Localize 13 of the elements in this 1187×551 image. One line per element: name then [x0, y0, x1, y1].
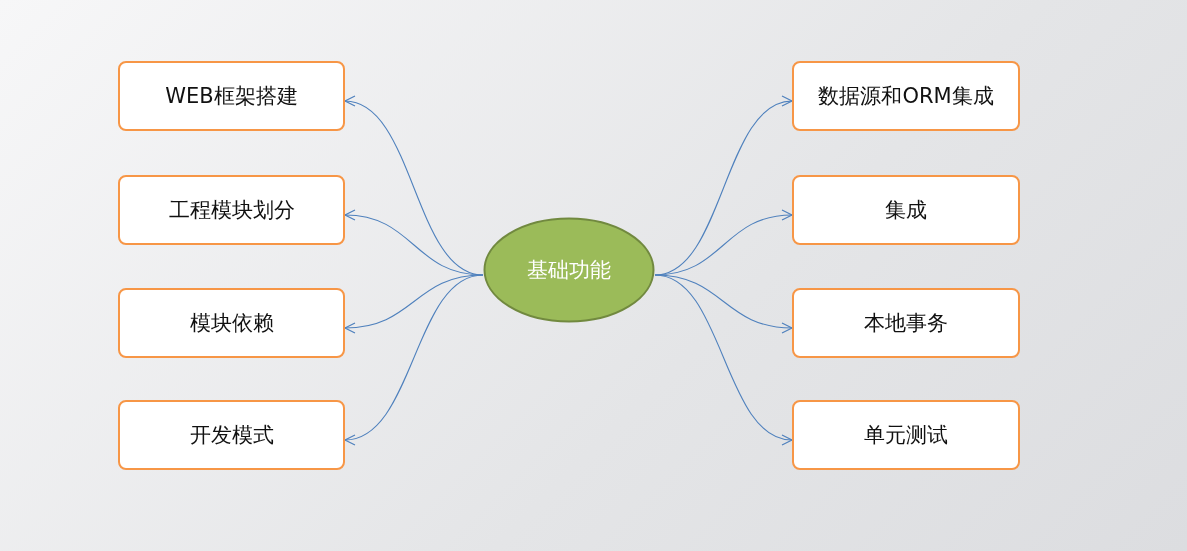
- curved-arrow: [344, 210, 484, 276]
- curved-arrow: [654, 274, 793, 444]
- topic-box: 本地事务: [792, 288, 1020, 358]
- topic-box: 开发模式: [118, 400, 345, 470]
- curved-arrow: [654, 210, 793, 276]
- topic-box: 工程模块划分: [118, 175, 345, 245]
- curved-arrow: [344, 274, 484, 444]
- topic-box: WEB框架搭建: [118, 61, 345, 131]
- topic-box: 数据源和ORM集成: [792, 61, 1020, 131]
- topic-box: 单元测试: [792, 400, 1020, 470]
- topic-box: 模块依赖: [118, 288, 345, 358]
- topic-box: 集成: [792, 175, 1020, 245]
- central-topic-ellipse: 基础功能: [483, 217, 655, 323]
